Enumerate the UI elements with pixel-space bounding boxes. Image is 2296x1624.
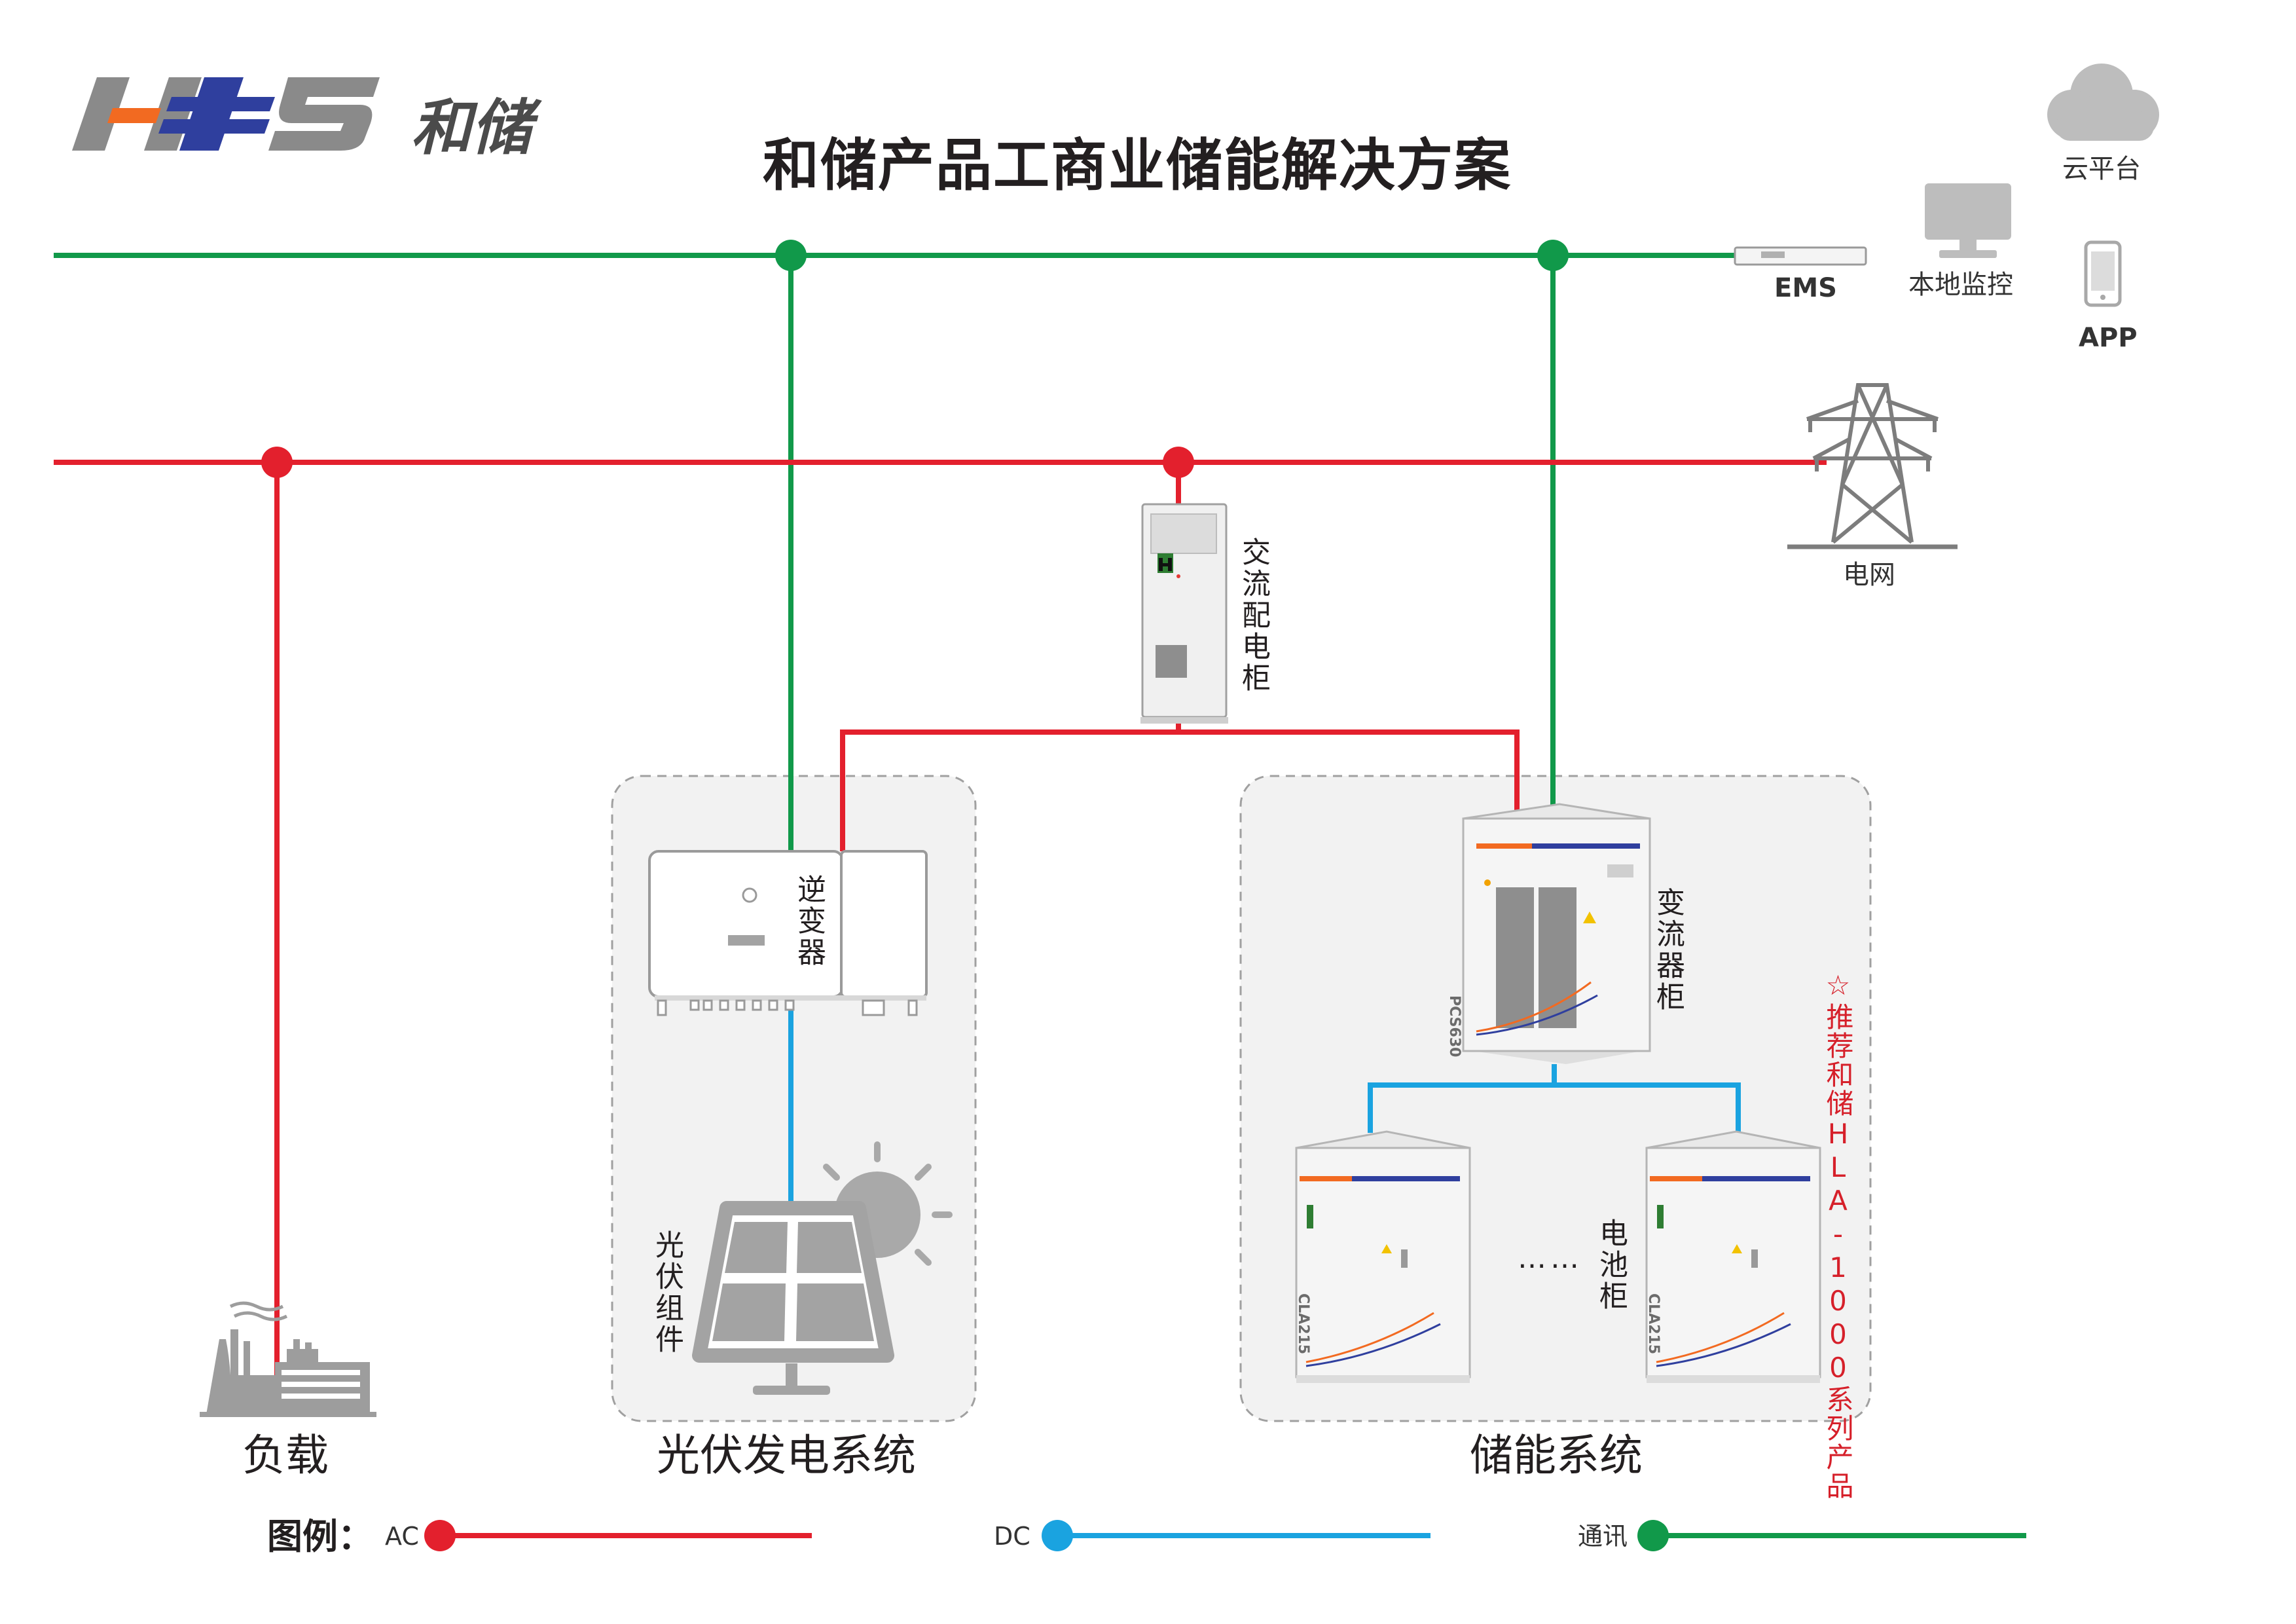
- battery-cabinet-label: 电池柜: [1594, 1218, 1628, 1312]
- app-label: APP: [2079, 323, 2138, 353]
- ems-device-icon: [1734, 246, 1867, 266]
- legend-lines: [424, 1520, 2026, 1551]
- legend-ac-label: AC: [385, 1522, 419, 1551]
- pcs-model-label: PCS630: [1446, 995, 1463, 1058]
- monitor-icon: [1925, 183, 2011, 258]
- pv-group-label: 光伏发电系统: [657, 1430, 916, 1481]
- battery-cabinet: [1645, 1130, 1821, 1383]
- dc-lines: [788, 1005, 1741, 1205]
- ac-distribution-cabinet: [1140, 503, 1228, 724]
- local-monitor-label: 本地监控: [1908, 270, 2013, 300]
- load-group-label: 负载: [242, 1430, 329, 1481]
- battery-model-label: CLA215: [1295, 1293, 1311, 1355]
- legend-title: 图例：: [267, 1516, 373, 1557]
- ac-bus: [54, 460, 1827, 1411]
- factory-icon: [200, 1301, 376, 1417]
- battery-ellipsis: ……: [1518, 1242, 1583, 1275]
- page-title: 和储产品工商业储能解决方案: [763, 133, 1512, 198]
- recommendation-text: ☆推荐和储HLA-1000系列产品: [1822, 969, 1854, 1500]
- ac-cabinet-label: 交流配电柜: [1237, 537, 1270, 694]
- pcs-cabinet: [1462, 803, 1651, 1064]
- comm-node: [775, 240, 807, 271]
- brand-name: 和储: [411, 93, 532, 163]
- hes-logo: [72, 77, 380, 151]
- battery-model-label: CLA215: [1645, 1293, 1662, 1355]
- phone-icon: [2084, 240, 2122, 307]
- ems-label: EMS: [1774, 273, 1837, 303]
- pcs-cabinet-label: 变流器柜: [1651, 887, 1685, 1013]
- pv-module-label: 光伏组件: [650, 1230, 683, 1356]
- battery-cabinet: [1295, 1130, 1471, 1383]
- cloud-label: 云平台: [2062, 154, 2141, 184]
- comm-node: [1537, 240, 1569, 271]
- legend-comm-label: 通讯: [1578, 1522, 1628, 1551]
- comm-bus: [54, 253, 1738, 851]
- storage-group-label: 储能系统: [1470, 1430, 1643, 1481]
- ac-node: [261, 447, 293, 478]
- grid-label: 电网: [1843, 560, 1895, 590]
- legend-dc-label: DC: [994, 1522, 1030, 1551]
- inverter-label: 逆变器: [792, 874, 826, 969]
- solar-panel-icon: [692, 1141, 953, 1395]
- cloud-icon: [2047, 64, 2159, 141]
- inverter-device: [648, 850, 928, 1016]
- transmission-tower-icon: [1787, 383, 1958, 549]
- ac-node: [1163, 447, 1194, 478]
